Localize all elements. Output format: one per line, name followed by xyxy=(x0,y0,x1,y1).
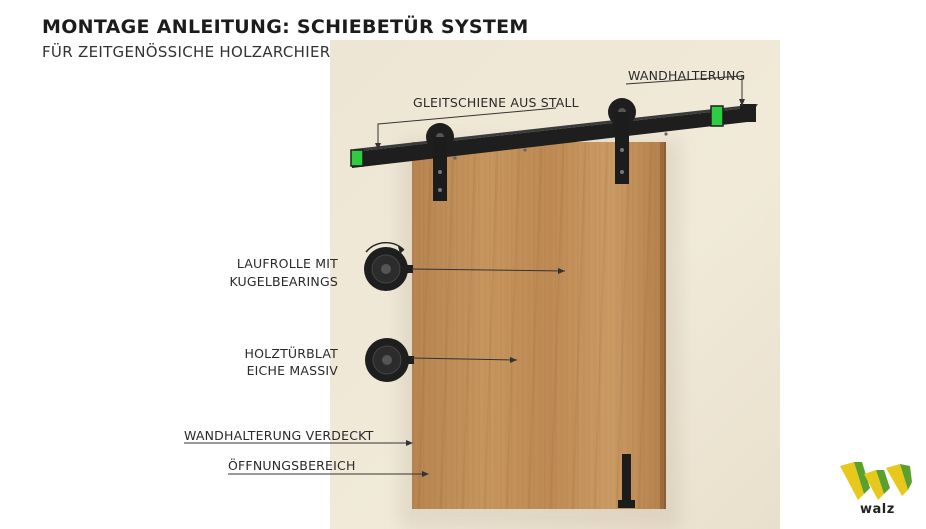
label-roller-line1: LAUFROLLE MIT xyxy=(236,256,338,271)
page-subtitle: FÜR ZEITGENÖSSICHE HOLZARCHIERITTUR xyxy=(42,43,376,61)
door-handle-mount xyxy=(618,500,635,508)
label-door-line1: HOLZTÜRBLAT xyxy=(244,346,338,361)
hanger-bolt xyxy=(438,170,442,174)
hanger-strap-left xyxy=(433,137,447,201)
arrow-head-icon xyxy=(406,440,413,446)
rail-end-stop-right xyxy=(740,104,756,122)
rail-screw xyxy=(453,156,457,160)
door-handle xyxy=(622,454,631,504)
label-roller-line2: KUGELBEARINGS xyxy=(229,274,338,289)
callout-line-rail xyxy=(377,107,557,150)
roller-axle-lower xyxy=(406,356,414,364)
rotation-arrow-icon xyxy=(365,242,405,253)
arrow-head-icon xyxy=(375,143,381,150)
rail-top-face xyxy=(352,104,758,152)
callout-line-roller xyxy=(411,268,566,272)
roller-axle-upper xyxy=(405,265,413,273)
rotation-arrow-head-icon xyxy=(398,246,404,254)
roller-wheel-hub xyxy=(381,264,391,274)
label-wall-bracket: WANDHALTERUNG xyxy=(628,68,746,83)
walz-logo: walz xyxy=(838,460,916,520)
sliding-rail xyxy=(352,107,756,168)
walz-logo-mark xyxy=(840,462,912,500)
walz-logo-text: walz xyxy=(860,502,895,517)
hanger-bolt xyxy=(620,148,624,152)
wall-bracket-right xyxy=(710,105,724,127)
wood-grain-texture xyxy=(412,142,660,509)
arrow-head-icon xyxy=(739,99,745,106)
hanger-bolt xyxy=(620,170,624,174)
label-rail: GLEITSCHIENE AUS STALL xyxy=(413,95,579,110)
label-opening-area: ÖFFNUNGSBEREICH xyxy=(228,458,356,473)
callout-line-door xyxy=(411,357,518,361)
hanger-bolt xyxy=(438,188,442,192)
arrow-head-icon xyxy=(510,357,517,363)
arrow-head-icon xyxy=(558,268,565,274)
rail-screw xyxy=(664,132,668,136)
wall-bracket-left xyxy=(350,149,364,167)
wooden-door-panel xyxy=(412,142,664,509)
arrow-head-icon xyxy=(422,471,429,477)
label-hidden-bracket: WANDHALTERUNG VERDECKT xyxy=(184,428,374,443)
page-title: MONTAGE ANLEITUNG: SCHIEBETÜR SYSTEM xyxy=(42,16,529,38)
roller-wheel-hub xyxy=(382,355,392,365)
label-door-line2: EICHE MASSIV xyxy=(246,363,338,378)
rail-screw xyxy=(523,148,527,152)
callout-line-bracket xyxy=(625,75,743,85)
